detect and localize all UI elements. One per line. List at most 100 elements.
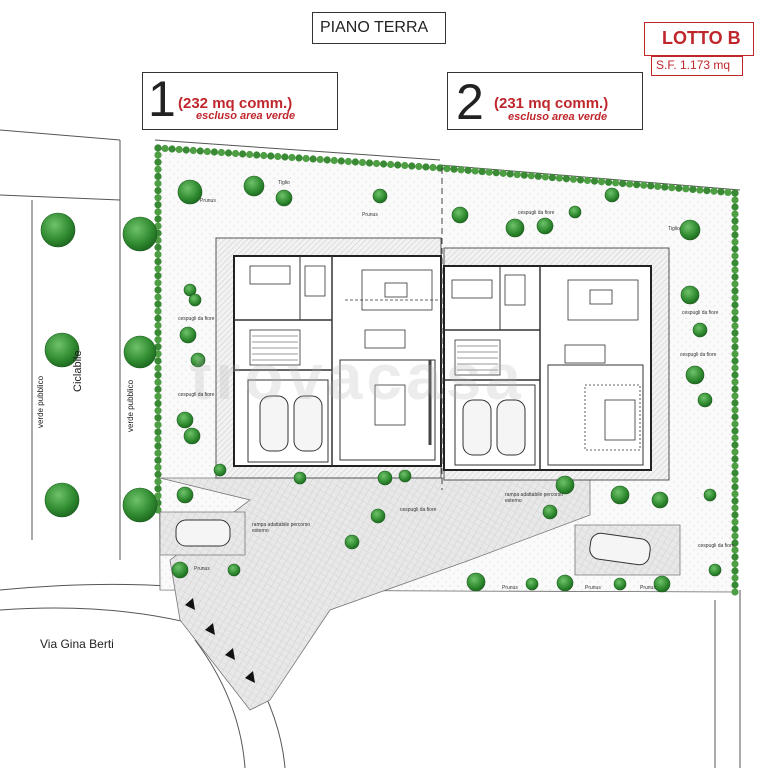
hedge-shrub bbox=[203, 147, 211, 156]
tree bbox=[183, 427, 201, 445]
hedge-shrub bbox=[731, 574, 739, 582]
hedge-shrub bbox=[485, 168, 493, 176]
arrows bbox=[185, 598, 255, 683]
hedge-shrub bbox=[154, 364, 162, 372]
hedge-shrub bbox=[154, 407, 162, 415]
tree bbox=[610, 485, 630, 505]
unit-2-note: escluso area verde bbox=[508, 111, 608, 123]
hedge-shrub bbox=[731, 462, 739, 470]
hedge-shrub bbox=[154, 179, 162, 188]
hedge-shrub bbox=[731, 189, 739, 197]
tree bbox=[542, 504, 558, 520]
hedge-shrub bbox=[731, 497, 739, 505]
tiglio-label-2: Tiglio bbox=[668, 226, 680, 232]
prunus-label-1: Prunus bbox=[200, 198, 216, 204]
hedge-border bbox=[154, 144, 739, 596]
hedge-shrub bbox=[337, 157, 345, 165]
hedge-shrub bbox=[154, 286, 162, 294]
lot-title: LOTTO B bbox=[662, 28, 741, 48]
tree bbox=[653, 575, 671, 593]
hedge-shrub bbox=[731, 518, 739, 526]
hedge-shrub bbox=[154, 307, 162, 315]
hedge-shrub bbox=[724, 188, 732, 197]
hedge-shrub bbox=[520, 171, 528, 179]
flower-bushes-label-6: cespugli da fiore bbox=[400, 507, 437, 513]
unit-1-number: 1 bbox=[148, 71, 176, 127]
bike-path-label: Ciclabile bbox=[72, 350, 84, 392]
hedge-shrub bbox=[731, 224, 739, 232]
unit-2-number: 2 bbox=[456, 74, 484, 130]
hedge-shrub bbox=[464, 166, 472, 174]
hedge-shrub bbox=[731, 252, 739, 260]
hedge-shrub bbox=[196, 147, 204, 155]
public-green-label-right: verde pubblico bbox=[126, 379, 135, 432]
hedge-shrub bbox=[731, 553, 739, 561]
hedge-shrub bbox=[154, 463, 162, 472]
tree bbox=[451, 206, 469, 224]
trees bbox=[40, 175, 722, 593]
hedge-shrub bbox=[731, 308, 739, 316]
hedge-shrub bbox=[351, 158, 359, 166]
tree bbox=[525, 577, 539, 591]
tree bbox=[685, 365, 705, 385]
hedge-shrub bbox=[154, 336, 162, 344]
hedge-shrub bbox=[731, 196, 739, 204]
hedge-shrub bbox=[731, 581, 739, 589]
hedge-shrub bbox=[604, 178, 613, 186]
hedge-shrub bbox=[541, 173, 549, 181]
hedge-shrub bbox=[154, 250, 162, 259]
hedge-shrub bbox=[154, 314, 162, 322]
hedge-shrub bbox=[154, 222, 162, 230]
hedge-shrub bbox=[731, 210, 739, 218]
hedge-shrub bbox=[731, 399, 739, 407]
hedge-shrub bbox=[302, 154, 310, 163]
hedge-shrub bbox=[267, 152, 275, 160]
tree bbox=[377, 470, 393, 486]
tree bbox=[505, 218, 525, 238]
hedge-shrub bbox=[731, 238, 739, 246]
hedge-shrub bbox=[154, 215, 162, 223]
hedge-shrub bbox=[731, 203, 739, 211]
hedge-shrub bbox=[731, 315, 739, 323]
hedge-shrub bbox=[731, 266, 739, 274]
hedge-shrub bbox=[731, 476, 739, 484]
hedge-shrub bbox=[380, 160, 388, 168]
tree bbox=[398, 469, 412, 483]
hedge-shrub bbox=[499, 169, 507, 177]
tree bbox=[176, 486, 194, 504]
hedge-shrub bbox=[154, 265, 162, 273]
hedge-shrub bbox=[731, 406, 739, 414]
hedge-shrub bbox=[478, 167, 486, 176]
flower-bushes-label-3: cespugli da fiore bbox=[518, 210, 555, 216]
hedge-shrub bbox=[731, 245, 739, 253]
ramp-label-1: rampa adattabile percorso esterno bbox=[252, 522, 311, 534]
hedge-shrub bbox=[611, 179, 620, 187]
hedge-shrub bbox=[316, 155, 324, 164]
hedge-shrub bbox=[731, 336, 739, 344]
hedge-shrub bbox=[154, 435, 162, 443]
hedge-shrub bbox=[731, 539, 739, 547]
hedge-shrub bbox=[436, 164, 444, 172]
floor-title: PIANO TERRA bbox=[320, 19, 429, 36]
hedge-shrub bbox=[358, 158, 367, 167]
hedge-shrub bbox=[731, 567, 739, 575]
hedge-shrub bbox=[154, 165, 162, 173]
hedge-shrub bbox=[534, 172, 542, 180]
tree bbox=[568, 205, 582, 219]
hedge-shrub bbox=[401, 161, 409, 170]
hedge-shrub bbox=[661, 183, 669, 191]
hedge-shrub bbox=[415, 162, 423, 171]
tree bbox=[123, 335, 157, 369]
hedge-shrub bbox=[217, 148, 226, 157]
hedge-shrub bbox=[182, 146, 190, 154]
hedge-shrub bbox=[590, 177, 599, 185]
unit-1-area: (232 mq comm.) bbox=[178, 95, 293, 112]
hedge-shrub bbox=[731, 427, 739, 435]
hedge-shrub bbox=[731, 441, 739, 449]
tree bbox=[179, 326, 197, 344]
hedge-shrub bbox=[154, 421, 162, 429]
tree bbox=[171, 561, 189, 579]
hedge-shrub bbox=[175, 145, 183, 154]
hedge-shrub bbox=[675, 184, 683, 192]
hedge-shrub bbox=[408, 162, 416, 170]
